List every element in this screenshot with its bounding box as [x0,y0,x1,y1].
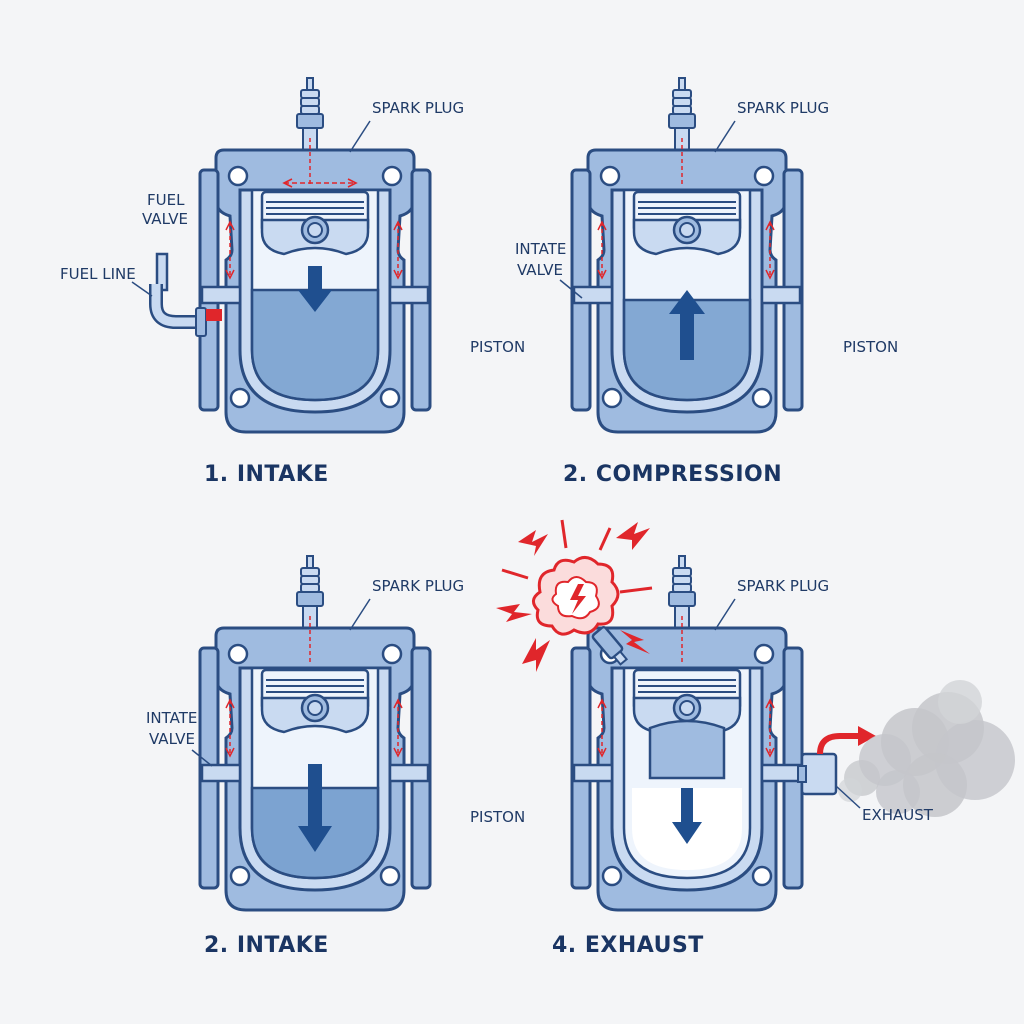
intake-valve-label: INTATE [146,709,197,727]
exhaust-port [800,752,838,796]
fuel-mixture [250,288,380,402]
fuel-line-pipe [149,252,222,337]
piston-up-arrow [669,290,705,360]
stage-title-compression: 2. COMPRESSION [563,462,782,487]
exhaust-flow-arrow [817,733,862,755]
fuel-valve-label: FUEL [147,191,185,209]
spark-plug-label: SPARK PLUG [737,99,829,117]
panel-compression [570,76,804,434]
stage-title-exhaust: 4. EXHAUST [552,933,704,958]
exhaust-label: EXHAUST [862,806,934,824]
intake-valve-label-2: VALVE [149,730,195,748]
stage-title-intake: 1. INTAKE [204,462,329,487]
piston-down-arrow [298,266,332,312]
piston-label: PISTON [470,808,525,826]
intake-valve-label: INTATE [515,240,566,258]
piston-label: PISTON [470,338,525,356]
stage-title-intake-second: 2. INTAKE [204,933,329,958]
exhaust-smoke [838,680,1015,817]
piston-down-arrow [298,764,332,852]
panel-intake-second [198,554,432,912]
piston-down-arrow [672,788,702,844]
panel-exhaust [570,554,876,912]
fuel-line-label: FUEL LINE [60,265,136,283]
angled-spark-plug [591,625,629,666]
piston-label: PISTON [843,338,898,356]
panel-intake [198,76,432,434]
spark-plug-label: SPARK PLUG [737,577,829,595]
spark-plug-label: SPARK PLUG [372,577,464,595]
fuel-valve-label-2: VALVE [142,210,188,228]
spark-plug-label: SPARK PLUG [372,99,464,117]
piston-skirt [648,719,726,780]
intake-valve-label-2: VALVE [517,261,563,279]
ignition-explosion [496,519,653,672]
